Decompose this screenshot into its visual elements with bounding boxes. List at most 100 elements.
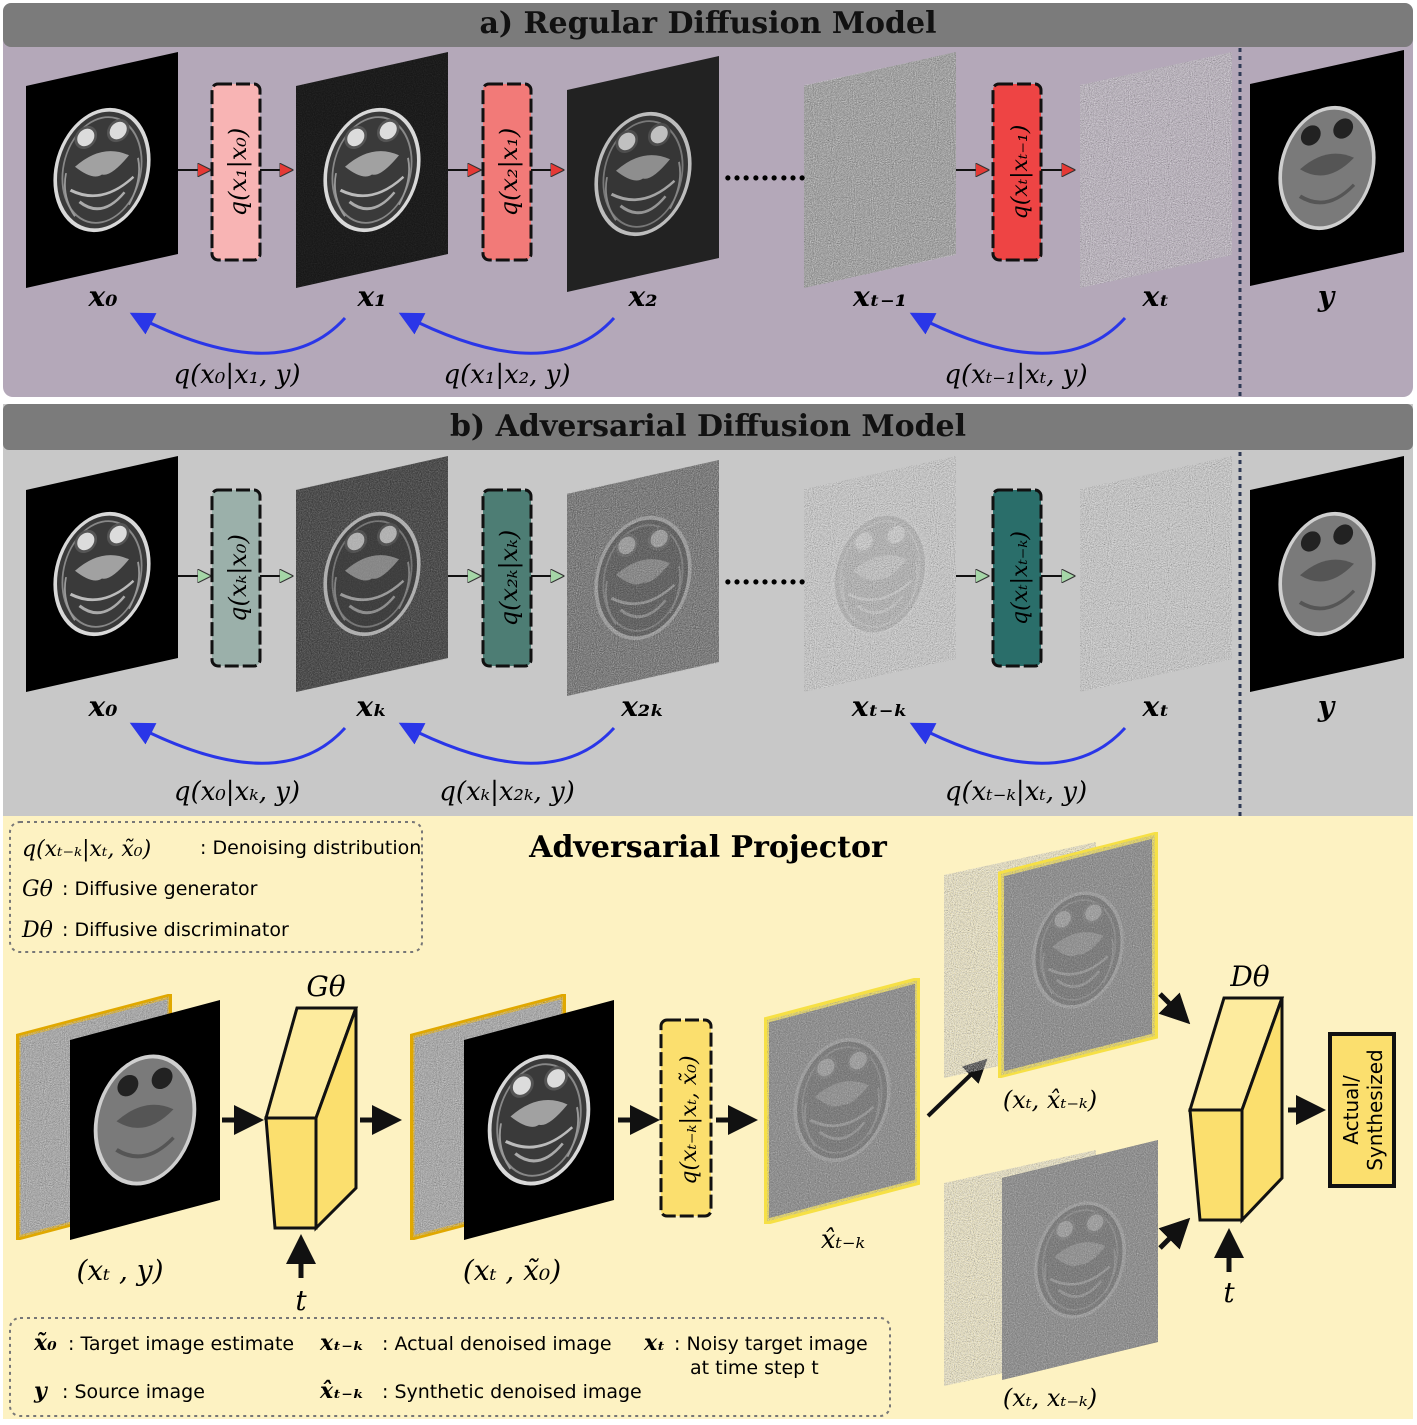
- panel-b-label-xT: xₜ: [1141, 690, 1169, 723]
- arrow-fake-to-discriminator: [1158, 992, 1191, 1025]
- real-pair: (xₜ, xₜ₋ₖ): [944, 1140, 1158, 1412]
- panel-b-q3-box: q(xₜ|xₜ₋ₖ): [956, 488, 1074, 668]
- panel-a-slice-xT: [1080, 52, 1232, 288]
- output-label-1: Actual/: [1339, 1075, 1363, 1145]
- panel-b-ellipsis: ………: [723, 558, 807, 591]
- legend-bottom-sym-5: y: [33, 1378, 49, 1404]
- legend-top-sym-2: Gθ: [22, 877, 53, 902]
- panel-a-reverse-arrow-1: [129, 312, 347, 355]
- panel-a-label-y: y: [1317, 280, 1336, 313]
- legend-bottom-sym-6: x̂ₜ₋ₖ: [319, 1378, 364, 1404]
- fake-pair-label: (xₜ, x̂ₜ₋ₖ): [1003, 1086, 1097, 1114]
- panel-b-slice-y: [1250, 456, 1404, 692]
- legend-bottom-desc-3: : Noisy target image: [674, 1333, 868, 1355]
- panel-a-slice-xT-1: [804, 52, 956, 288]
- panel-b-reverse-label-1: q(x₀|xₖ, y): [174, 777, 300, 807]
- legend-bottom-desc-6: : Synthetic denoised image: [382, 1381, 642, 1403]
- panel-b-q1-label: q(xₖ|x₀): [224, 534, 253, 622]
- panel-b: b) Adversarial Diffusion Model: [3, 404, 1413, 816]
- real-pair-label: (xₜ, xₜ₋ₖ): [1003, 1384, 1097, 1412]
- panel-c: Adversarial Projector q(xₜ₋ₖ|xₜ, x̃₀) : …: [3, 816, 1413, 1419]
- legend-bottom: x̃₀ : Target image estimate xₜ₋ₖ : Actua…: [9, 1317, 891, 1417]
- panel-b-slice-xk: [296, 456, 448, 692]
- panel-b-label-x0: x₀: [88, 690, 118, 723]
- panel-a-reverse-arrow-2: [398, 312, 616, 355]
- input-pair: (xₜ , y): [16, 994, 220, 1287]
- panel-b-slice-xT: [1080, 456, 1232, 692]
- panel-a-reverse-label-1: q(x₀|x₁, y): [173, 360, 300, 390]
- legend-bottom-desc-4: at time step t: [690, 1357, 819, 1379]
- legend-bottom-desc-2: : Actual denoised image: [382, 1333, 612, 1355]
- panel-a-label-x2: x₂: [628, 280, 658, 313]
- synthetic-label: x̂ₜ₋ₖ: [821, 1225, 865, 1255]
- panel-b-label-y: y: [1317, 690, 1336, 723]
- legend-top-sym-3: Dθ: [21, 918, 53, 943]
- synthetic-slice: x̂ₜ₋ₖ: [764, 978, 920, 1255]
- panel-b-reverse-arrow-3: [909, 722, 1127, 765]
- estimate-pair-label: (xₜ , x̃₀): [463, 1254, 561, 1287]
- legend-top: q(xₜ₋ₖ|xₜ, x̃₀) : Denoising distribution…: [9, 821, 423, 953]
- panel-a-reverse-label-3: q(xₜ₋₁|xₜ, y): [944, 360, 1087, 390]
- panel-a-q3-box: q(xₜ|xₜ₋₁): [956, 82, 1074, 262]
- panel-a-reverse-arrow-3: [909, 312, 1127, 355]
- t-label-generator: t: [295, 1284, 307, 1317]
- legend-bottom-sym-2: xₜ₋ₖ: [319, 1330, 364, 1356]
- generator-block: Gθ: [264, 970, 359, 1232]
- panel-a-label-x1: x₁: [357, 280, 387, 313]
- panel-b-reverse-label-3: q(xₜ₋ₖ|xₜ, y): [945, 777, 1087, 807]
- panel-a-slice-x2: [567, 56, 719, 292]
- legend-bottom-desc-1: : Target image estimate: [68, 1333, 294, 1355]
- panel-b-q1-box: q(xₖ|x₀): [178, 488, 292, 668]
- discriminator-label: Dθ: [1229, 960, 1269, 993]
- legend-top-desc-2: : Diffusive generator: [62, 878, 258, 900]
- fake-pair: (xₜ, x̂ₜ₋ₖ): [944, 832, 1158, 1114]
- panel-a-ellipsis: ………: [723, 154, 807, 187]
- panel-a-slice-y: [1250, 50, 1404, 286]
- estimate-pair: (xₜ , x̃₀): [410, 994, 614, 1287]
- panel-a-title: a) Regular Diffusion Model: [479, 6, 936, 41]
- panel-b-reverse-label-2: q(xₖ|x₂ₖ, y): [439, 777, 575, 807]
- panel-b-label-x2k: x₂ₖ: [620, 690, 665, 723]
- panel-b-reverse-arrow-1: [129, 722, 347, 765]
- generator-label: Gθ: [306, 970, 345, 1003]
- panel-a-label-xT: xₜ: [1141, 280, 1169, 313]
- panel-a-label-x0: x₀: [88, 280, 118, 313]
- panel-a: a) Regular Diffusion Model: [3, 3, 1413, 397]
- panel-a-reverse-label-2: q(x₁|x₂, y): [443, 360, 570, 390]
- denoise-q-label: q(xₜ₋ₖ|xₜ, x̃₀): [677, 1055, 702, 1184]
- panel-c-title: Adversarial Projector: [528, 830, 888, 865]
- panel-a-slice-x1: [296, 52, 448, 288]
- panel-b-q2-box: q(x₂ₖ|xₖ): [448, 488, 563, 668]
- panel-b-label-xk: xₖ: [355, 690, 387, 723]
- arrow-real-to-discriminator: [1158, 1217, 1191, 1250]
- panel-b-slice-x2k: [567, 460, 719, 696]
- panel-a-label-xT-1: xₜ₋₁: [852, 280, 907, 313]
- panel-a-q2-box: q(x₂|x₁): [448, 82, 563, 262]
- panel-b-header: [3, 404, 1413, 450]
- panel-a-q1-box: q(x₁|x₀): [178, 82, 292, 262]
- panel-b-slice-xT-k: [804, 456, 956, 692]
- panel-b-title: b) Adversarial Diffusion Model: [450, 409, 966, 444]
- legend-bottom-sym-3: xₜ: [643, 1330, 665, 1356]
- output-label-2: Synthesized: [1363, 1049, 1387, 1171]
- denoise-q-box: q(xₜ₋ₖ|xₜ, x̃₀): [659, 1018, 713, 1218]
- panel-a-header: [3, 3, 1413, 47]
- panel-a-q3-label: q(xₜ|xₜ₋₁): [1008, 125, 1033, 220]
- panel-b-reverse-arrow-2: [398, 722, 616, 765]
- panel-b-slice-x0: [26, 456, 178, 692]
- panel-b-q2-label: q(x₂ₖ|xₖ): [495, 530, 524, 626]
- panel-b-q3-label: q(xₜ|xₜ₋ₖ): [1008, 531, 1033, 625]
- panel-a-slice-x0: [26, 52, 178, 288]
- discriminator-block: Dθ: [1187, 960, 1285, 1224]
- legend-bottom-sym-1: x̃₀: [33, 1330, 57, 1356]
- legend-top-desc-1: : Denoising distribution: [200, 837, 421, 859]
- legend-top-desc-3: : Diffusive discriminator: [62, 919, 289, 941]
- legend-top-sym-1: q(xₜ₋ₖ|xₜ, x̃₀): [22, 837, 151, 862]
- output-box: Actual/ Synthesized: [1328, 1032, 1396, 1188]
- panel-b-label-xT-k: xₜ₋ₖ: [851, 690, 909, 723]
- t-label-discriminator: t: [1223, 1276, 1235, 1309]
- legend-bottom-desc-5: : Source image: [62, 1381, 205, 1403]
- panel-a-q2-label: q(x₂|x₁): [495, 128, 524, 217]
